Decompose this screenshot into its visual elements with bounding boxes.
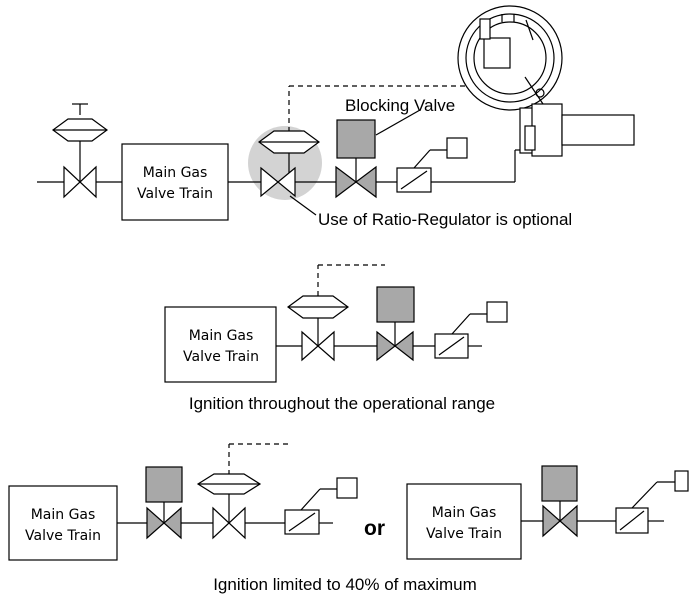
or-label: or bbox=[364, 517, 385, 540]
main-gas-valve-train-box-top: Main Gas Valve Train bbox=[121, 143, 229, 221]
pressure-switch-middle bbox=[434, 301, 508, 359]
middle-diagram: Main Gas Valve Train Ignition throughou bbox=[164, 264, 508, 413]
top-diagram: Main Gas Valve Train Blocking Valve bbox=[37, 5, 635, 229]
bottom-left-diagram: Main Gas Valve Train bbox=[8, 443, 358, 561]
blocking-valve-middle bbox=[376, 286, 415, 362]
ratio-regulator-middle bbox=[286, 264, 385, 362]
box-label-line2: Valve Train bbox=[426, 526, 502, 542]
caption-bottom: Ignition limited to 40% of maximum bbox=[213, 575, 477, 594]
blocking-valve-label: Blocking Valve bbox=[345, 96, 455, 115]
blocking-valve: Blocking Valve bbox=[335, 96, 455, 199]
pressure-switch-bottom-right bbox=[615, 470, 689, 534]
caption-middle: Ignition throughout the operational rang… bbox=[189, 394, 495, 413]
box-label-line1: Main Gas bbox=[31, 507, 96, 523]
ratio-regulator-bottom-left bbox=[196, 443, 292, 540]
pressure-switch-bottom-left bbox=[284, 477, 358, 535]
blocking-valve-bottom-right bbox=[541, 465, 578, 538]
upstream-pressure-regulator bbox=[51, 103, 109, 199]
main-gas-valve-train-box-bottom-right: Main Gas Valve Train bbox=[406, 483, 522, 560]
box-label-line1: Main Gas bbox=[143, 165, 208, 181]
main-gas-valve-train-box-bottom-left: Main Gas Valve Train bbox=[8, 485, 118, 561]
box-label-line2: Valve Train bbox=[183, 349, 259, 365]
box-label-line1: Main Gas bbox=[432, 505, 497, 521]
bottom-right-diagram: Main Gas Valve Train bbox=[406, 465, 689, 560]
box-label-line2: Valve Train bbox=[25, 528, 101, 544]
box-label-line2: Valve Train bbox=[137, 186, 213, 202]
ratio-regulator-optional-note: Use of Ratio-Regulator is optional bbox=[318, 210, 572, 229]
ratio-regulator bbox=[257, 85, 537, 198]
pressure-switch-top bbox=[396, 137, 468, 193]
box-label-line1: Main Gas bbox=[189, 328, 254, 344]
main-gas-valve-train-box-middle: Main Gas Valve Train bbox=[164, 306, 277, 383]
burner-illustration bbox=[457, 5, 635, 157]
blocking-valve-bottom-left bbox=[145, 466, 183, 540]
